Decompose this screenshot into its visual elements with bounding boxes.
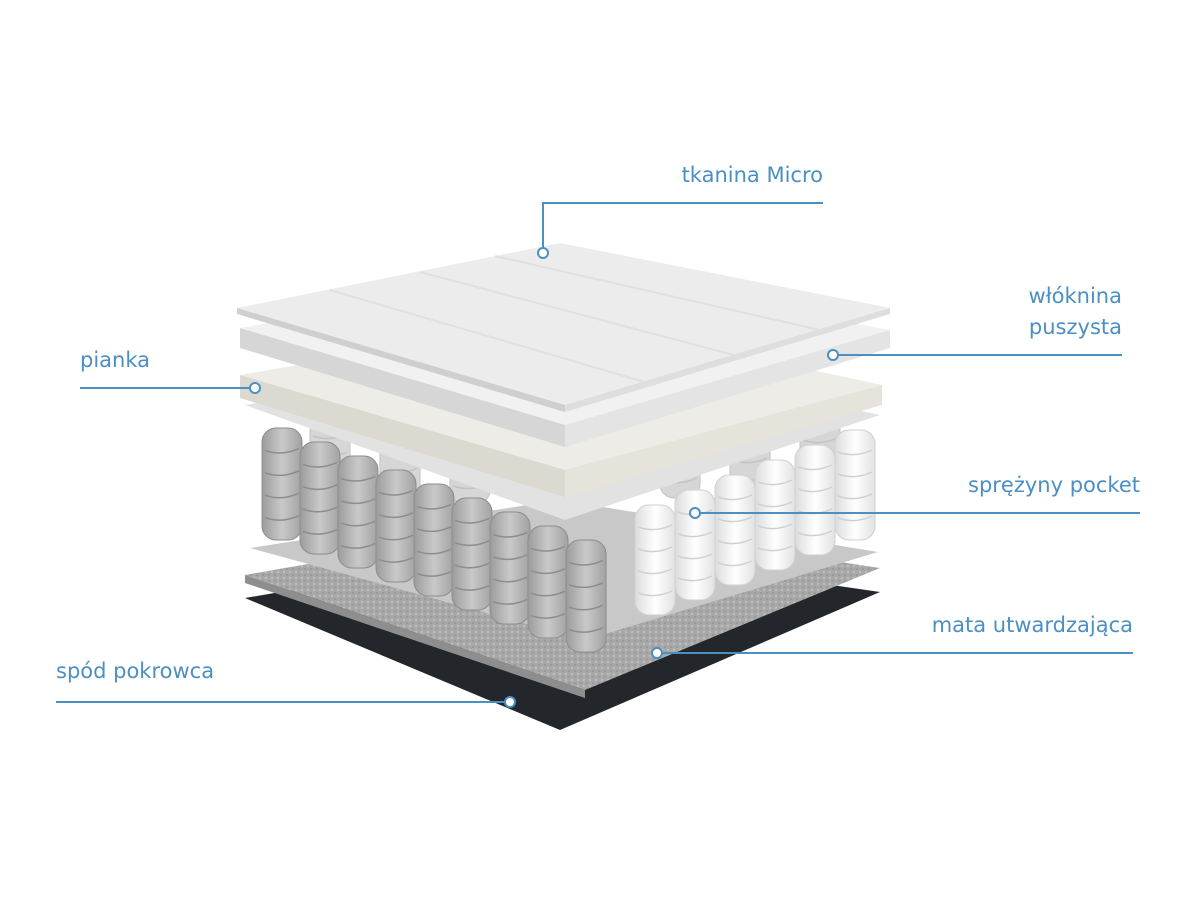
pocket-spring [337,455,379,569]
pocket-spring [794,444,836,556]
fabric-callout-line [542,202,823,248]
pocket-spring [565,539,607,653]
foam-callout-dot [249,382,261,394]
pocket-spring [299,441,341,555]
pocket-spring [714,474,756,586]
pocket-spring [489,511,531,625]
pocket-spring [834,429,876,541]
pocket-springs-layer [261,403,876,653]
label-fabric: tkanina Micro [681,163,823,187]
springs-callout-dot [689,507,701,519]
label-mat: mata utwardzająca [931,613,1133,637]
pocket-spring [451,497,493,611]
mat-callout-dot [651,647,663,659]
pocket-spring [634,504,676,616]
pocket-spring [375,469,417,583]
fleece-callout-dot [827,349,839,361]
pocket-spring [261,427,303,541]
pocket-spring [413,483,455,597]
label-bottom: spód pokrowca [56,659,215,683]
label-fleece-line1: włóknina [1028,284,1122,308]
label-fleece: włóknina puszysta [1029,281,1122,343]
pocket-spring [674,489,716,601]
pocket-spring [754,459,796,571]
bottom-callout-dot [504,696,516,708]
label-springs: sprężyny pocket [968,473,1140,497]
fabric-callout-dot [537,247,549,259]
micro-fabric-layer [237,243,890,412]
label-foam: pianka [80,348,151,372]
pocket-spring [527,525,569,639]
label-fleece-line2: puszysta [1028,315,1122,339]
